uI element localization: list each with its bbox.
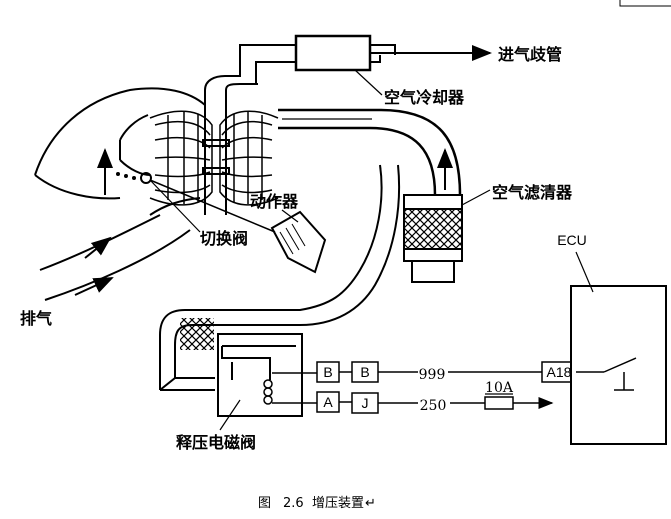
ecu-box: [570, 285, 667, 445]
wire-999-label: 999: [419, 367, 446, 383]
actuator-label: 动作器: [250, 192, 299, 211]
caption-trailing-mark: ↵: [365, 496, 376, 511]
solenoid-coil: [263, 379, 273, 405]
intake-manifold-label: 进气歧管: [498, 45, 562, 64]
solenoid-filter-mesh: [180, 318, 214, 350]
relief-solenoid-label: 释压电磁阀: [176, 433, 256, 452]
exhaust-housing: [34, 87, 206, 301]
exhaust-label: 排气: [20, 309, 52, 328]
ecu-switch: [576, 357, 637, 391]
fuse-body: [484, 396, 514, 410]
actuator-leader: [281, 209, 299, 223]
fuse-label: 10A: [485, 380, 514, 396]
air-cooler-leader: [354, 69, 383, 96]
boost-hose: [159, 164, 401, 391]
connector-j-label: J: [362, 395, 369, 411]
air-filter-leader: [461, 189, 491, 206]
intake-duct: [278, 108, 462, 196]
frame-corner: [619, 0, 671, 7]
bypass-dots: [116, 172, 136, 180]
air-cooler-box: [294, 34, 372, 72]
connector-a-left-label: A: [323, 394, 333, 410]
ecu-leader: [575, 251, 594, 293]
compressor-wheel: [219, 110, 279, 206]
solenoid-leader: [219, 399, 241, 431]
actuator-body: [270, 210, 327, 274]
air-filter: [403, 194, 463, 283]
switch-valve-pivot: [140, 172, 152, 184]
connector-b-left-label: B: [323, 364, 332, 380]
air-filter-label: 空气滤清器: [492, 183, 573, 202]
ecu-label: ECU: [557, 232, 587, 248]
connector-b-right-label: B: [360, 364, 369, 380]
caption-figure-number: 2.6: [283, 496, 304, 511]
charge-pipe: [204, 44, 396, 98]
caption-figure-label: 图: [258, 496, 271, 511]
air-cooler-label: 空气冷却器: [384, 88, 465, 107]
turbo-shaft: [202, 98, 230, 215]
switch-valve-label: 切换阀: [200, 229, 248, 248]
actuator-rod: [149, 179, 276, 233]
wire-250-label: 250: [420, 398, 447, 414]
caption-figure-title: 增压装置: [312, 496, 364, 511]
turbine-wheel: [149, 110, 213, 206]
exhaust-flow-arrows: [74, 148, 114, 296]
switch-valve-leader: [149, 179, 201, 233]
connector-a18-label: A18: [547, 364, 572, 380]
